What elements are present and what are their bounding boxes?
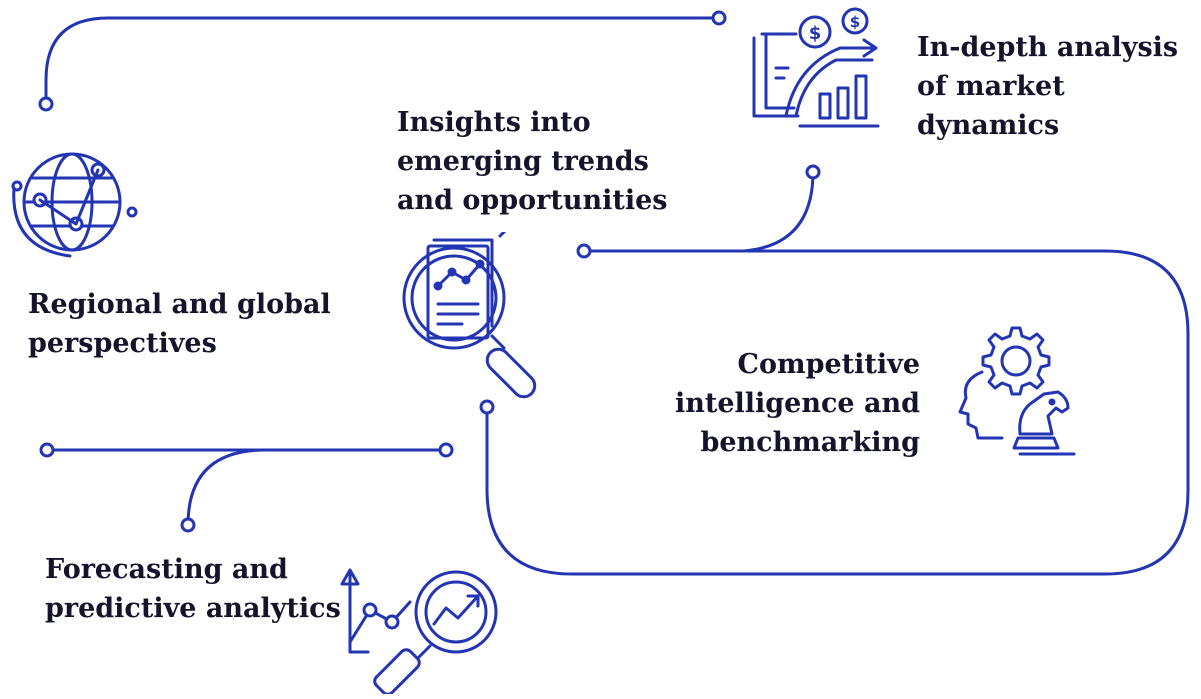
connector-node — [805, 164, 821, 180]
connector-bottom-branch — [186, 448, 267, 527]
report-magnifier-icon — [402, 232, 537, 399]
connector-top — [44, 16, 721, 106]
svg-text:$: $ — [809, 23, 822, 44]
money-growth-chart-icon: $ $ — [752, 7, 880, 128]
connector-node — [39, 442, 55, 458]
label-emerging-trends: Insights into emerging trends and opport… — [397, 107, 668, 216]
connector-node — [38, 96, 54, 112]
strategy-head-chess-icon — [958, 326, 1076, 456]
label-forecasting: Forecasting and predictive analytics — [45, 554, 341, 624]
connector-node — [711, 10, 727, 26]
connector-node — [438, 442, 454, 458]
trend-magnifier-icon — [340, 568, 498, 694]
connector-branch — [742, 170, 815, 253]
connector-node — [576, 243, 592, 259]
connector-node — [180, 517, 196, 533]
connector-loop — [485, 249, 1190, 576]
svg-text:$: $ — [850, 13, 860, 31]
label-competitive-intelligence: Competitive intelligence and benchmarkin… — [674, 349, 920, 458]
label-regional-global: Regional and global perspectives — [28, 289, 331, 359]
connector-node — [479, 399, 495, 415]
globe-network-icon — [11, 152, 138, 258]
label-market-dynamics: In-depth analysis of market dynamics — [917, 32, 1179, 141]
